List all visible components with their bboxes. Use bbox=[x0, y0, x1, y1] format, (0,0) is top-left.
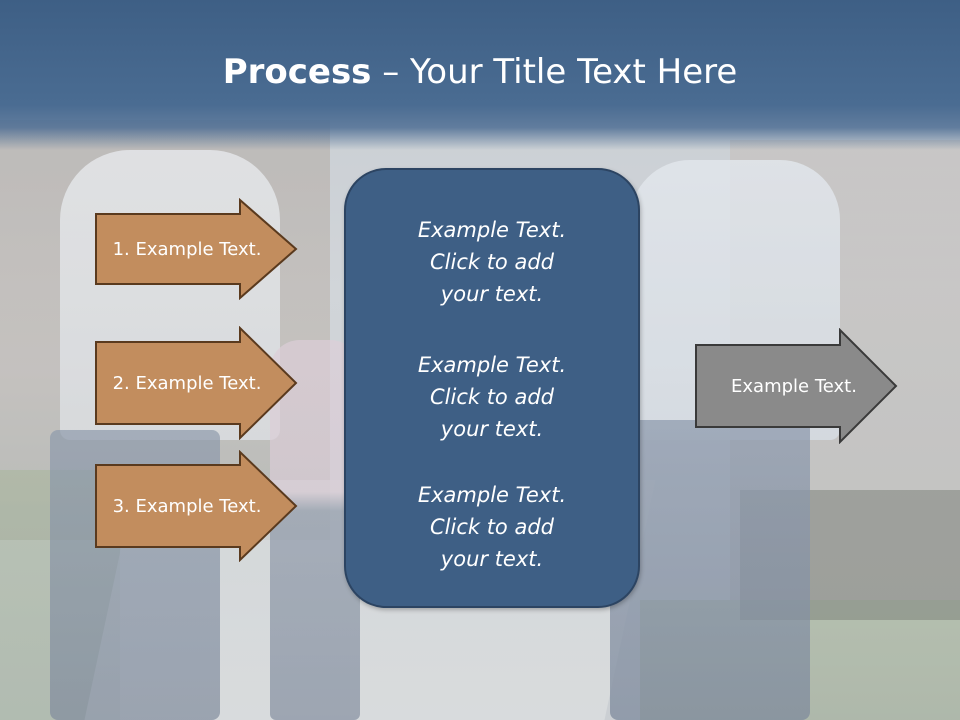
block-line: your text. bbox=[440, 547, 544, 571]
left-arrow-1-label: 1. Example Text. bbox=[112, 238, 262, 260]
arrow-shape bbox=[95, 198, 298, 300]
block-line: your text. bbox=[440, 417, 544, 441]
block-line: Click to add bbox=[429, 385, 554, 409]
left-arrow-2-label: 2. Example Text. bbox=[112, 372, 262, 394]
slide-title[interactable]: Process – Your Title Text Here bbox=[0, 52, 960, 92]
center-text-box[interactable]: Example Text. Click to add your text. Ex… bbox=[344, 168, 640, 608]
title-band bbox=[0, 0, 960, 150]
center-block-1: Example Text. Click to add your text. bbox=[346, 214, 638, 310]
block-line: your text. bbox=[440, 282, 544, 306]
left-arrow-2[interactable]: 2. Example Text. bbox=[94, 326, 300, 440]
title-rest: – Your Title Text Here bbox=[371, 52, 738, 92]
arrow-shape bbox=[95, 450, 298, 562]
left-arrow-1[interactable]: 1. Example Text. bbox=[94, 198, 300, 300]
man-jeans bbox=[610, 420, 810, 720]
left-arrow-3[interactable]: 3. Example Text. bbox=[94, 450, 300, 562]
center-block-2: Example Text. Click to add your text. bbox=[346, 349, 638, 445]
left-arrow-3-label: 3. Example Text. bbox=[112, 495, 262, 517]
title-bold: Process bbox=[222, 52, 372, 92]
arrow-shape bbox=[695, 328, 898, 444]
block-line: Click to add bbox=[429, 515, 554, 539]
block-line: Example Text. bbox=[417, 483, 567, 507]
right-arrow[interactable]: Example Text. bbox=[694, 328, 900, 444]
block-line: Example Text. bbox=[417, 353, 567, 377]
block-line: Click to add bbox=[429, 250, 554, 274]
center-block-3: Example Text. Click to add your text. bbox=[346, 479, 638, 575]
arrow-shape bbox=[95, 326, 298, 440]
block-line: Example Text. bbox=[417, 218, 567, 242]
right-arrow-label: Example Text. bbox=[731, 375, 857, 397]
